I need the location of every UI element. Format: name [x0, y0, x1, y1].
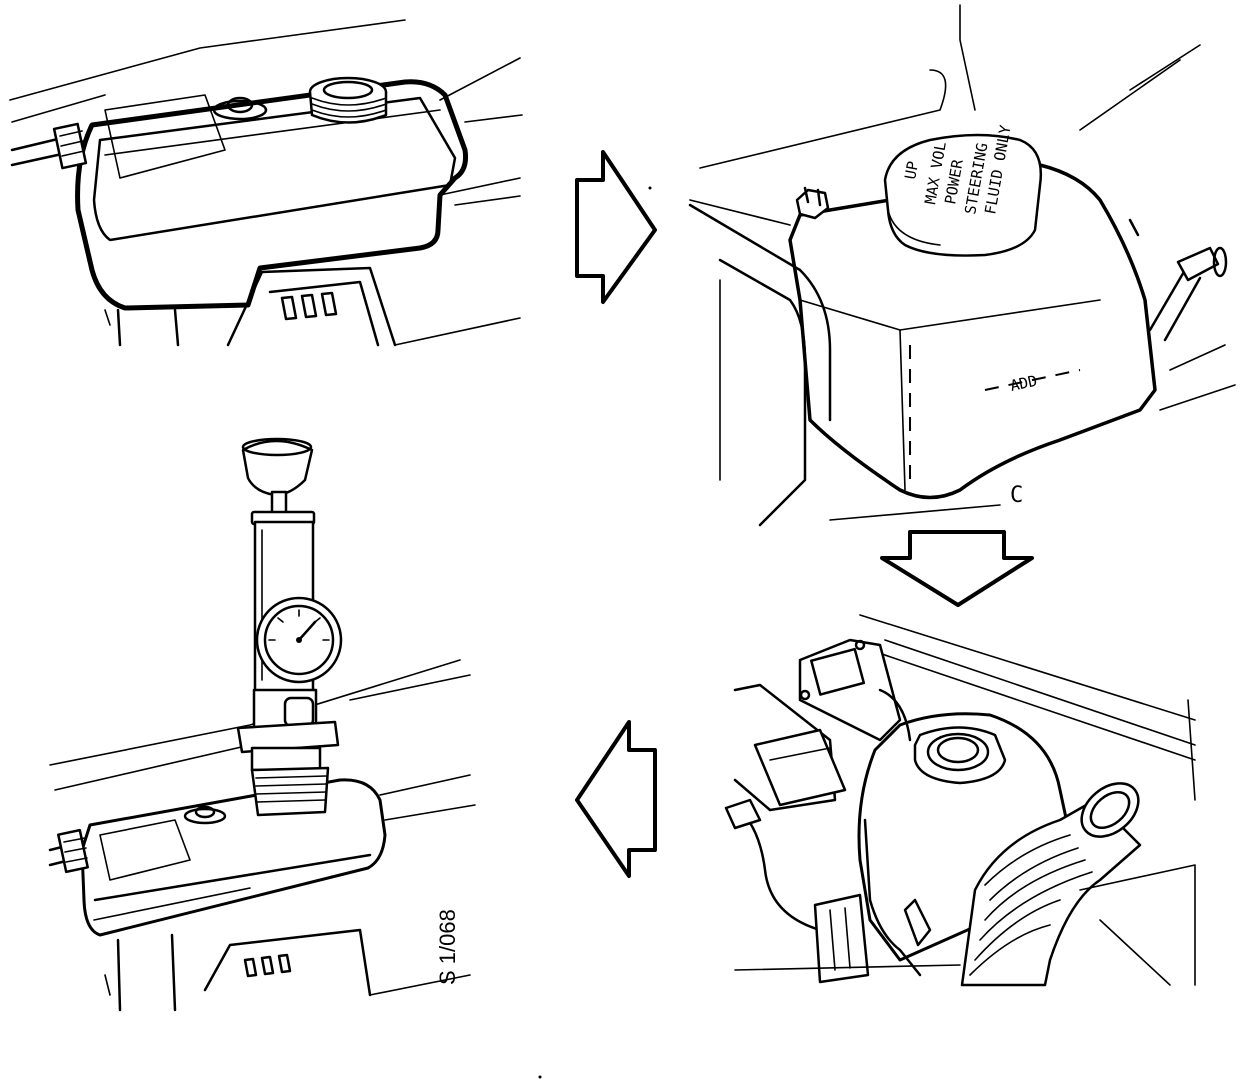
filler-neck [308, 76, 388, 124]
arrow-down [880, 530, 1034, 607]
panel-reservoir-cap: UP MAX VOL POWER STEERING FLUID ONLY ADD… [688, 4, 1236, 527]
arrow-right [575, 150, 657, 304]
panel-pressure-tester: S 1/068 [48, 437, 476, 1012]
engine-bay-reservoir [857, 712, 1077, 962]
pump-handle [241, 439, 314, 497]
figure-reference: S 1/068 [435, 909, 460, 985]
tester-reservoir [80, 778, 387, 937]
pressure-tester-tool [236, 437, 343, 817]
engine-bay-cap [913, 726, 1007, 785]
panel-reservoir-open [9, 19, 523, 347]
pressure-gauge [255, 596, 343, 684]
reservoir-cap [883, 133, 1043, 257]
add-level-mark: ADD [1009, 372, 1039, 395]
arrow-left [575, 720, 657, 878]
panel-engine-bay [724, 614, 1196, 987]
reservoir-body [788, 163, 1157, 500]
reservoir-outline [75, 79, 468, 311]
cold-mark: C [1010, 483, 1023, 508]
cap-line-1: UP [901, 160, 922, 181]
ribbed-hose [960, 798, 1142, 987]
